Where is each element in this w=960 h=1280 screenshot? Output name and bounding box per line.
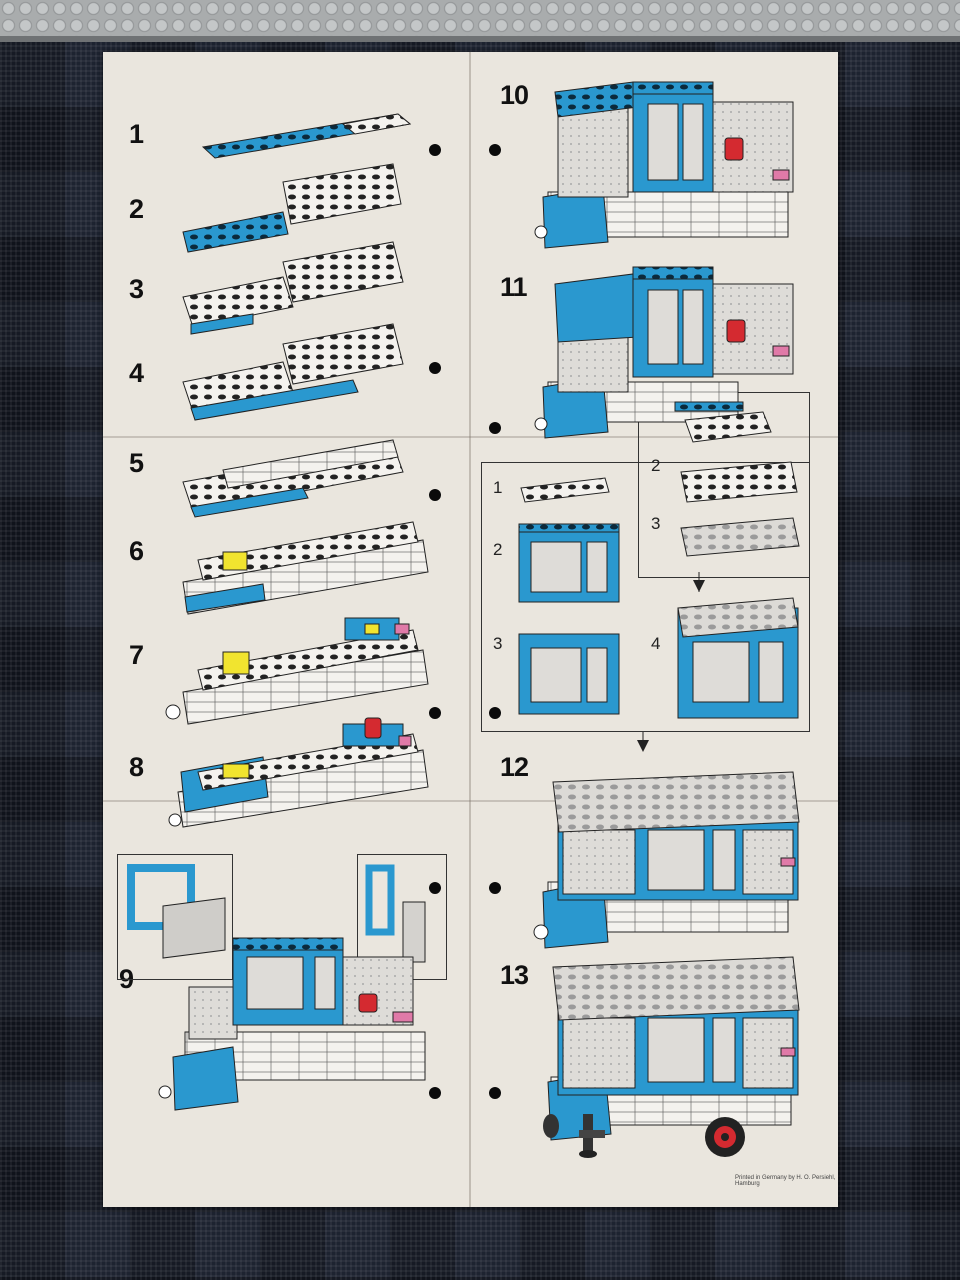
punch-hole <box>489 1087 501 1099</box>
punch-hole <box>489 882 501 894</box>
center-fold <box>469 52 471 1207</box>
step-12-caravan <box>533 771 800 949</box>
substep-box-window <box>117 854 233 980</box>
step-11-assembly <box>534 266 794 439</box>
punch-hole <box>489 422 501 434</box>
substep-number: 3 <box>493 634 503 653</box>
step-number: 5 <box>129 448 144 478</box>
step-number: 1 <box>129 119 144 149</box>
step-number: 13 <box>500 960 529 990</box>
step-number: 8 <box>129 752 144 782</box>
step-number: 3 <box>129 274 144 304</box>
punch-hole <box>429 144 441 156</box>
substep-number: 2 <box>651 456 661 475</box>
step-4-plates <box>182 323 404 421</box>
printer-credit: Printed in Germany by H. O. Persiehl, Ha… <box>735 1175 836 1187</box>
step-number: 4 <box>129 358 144 388</box>
punch-hole <box>429 362 441 374</box>
step-number: 12 <box>500 752 529 782</box>
step-9-assembly <box>158 937 426 1111</box>
punch-hole <box>429 882 441 894</box>
step-number: 10 <box>500 80 529 110</box>
door-frame-part <box>365 864 426 963</box>
substep-box-main <box>481 462 810 732</box>
punch-hole <box>429 1087 441 1099</box>
punch-hole <box>489 707 501 719</box>
substep-number: 2 <box>493 540 503 559</box>
step-3-plates <box>182 241 404 335</box>
step-2-plates <box>182 163 402 253</box>
punch-hole <box>429 489 441 501</box>
step-1-plates <box>201 113 412 159</box>
window-frame-part <box>127 864 226 959</box>
punch-hole <box>489 144 501 156</box>
substep-number: 3 <box>651 514 661 533</box>
step-13-caravan <box>543 956 800 1158</box>
step-number: 2 <box>129 194 144 224</box>
punch-hole <box>429 707 441 719</box>
gray-baseplate <box>0 0 960 42</box>
step-number: 11 <box>500 272 528 302</box>
build-illustrations <box>127 81 800 1158</box>
substep-wall-parts <box>518 477 799 752</box>
instruction-sheet: 1 2 3 4 5 6 7 8 9 10 11 12 13 1 2 3 1 2 … <box>103 52 838 1207</box>
step-8-chassis <box>168 717 429 828</box>
step-number: 6 <box>129 536 144 566</box>
substep-number: 4 <box>651 634 661 653</box>
fold-line <box>103 436 838 438</box>
step-6-base <box>182 521 429 615</box>
substep-roof-parts <box>674 401 800 557</box>
step-5-base <box>182 439 404 518</box>
step-number: 7 <box>129 640 144 670</box>
step-7-base <box>165 617 429 725</box>
baseplate-edge <box>0 36 960 44</box>
step-10-assembly <box>534 81 794 249</box>
substep-number: 1 <box>493 478 503 497</box>
fold-line <box>103 800 838 802</box>
